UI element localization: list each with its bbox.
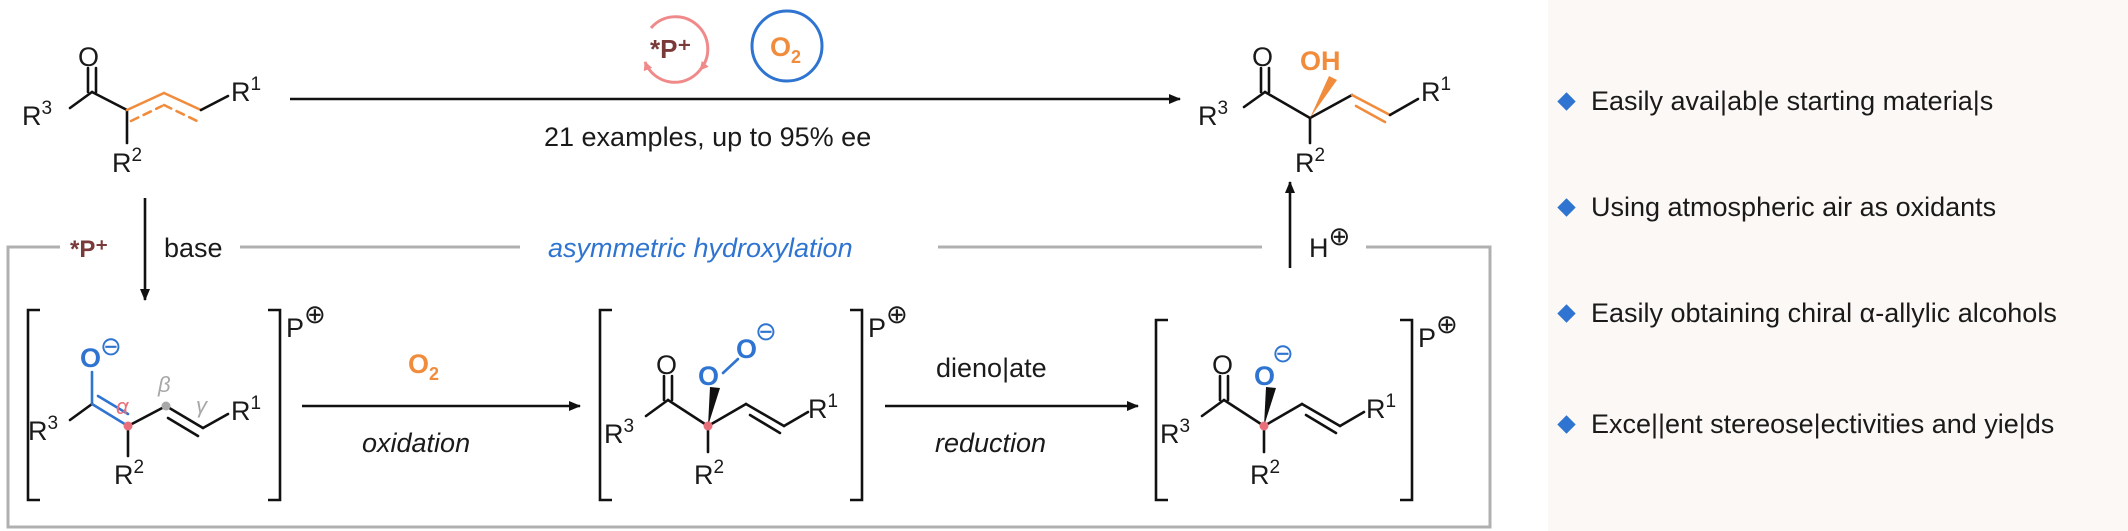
proton-label: H⊕ bbox=[1309, 221, 1350, 263]
catalyst-label: *P⁺ bbox=[650, 34, 691, 64]
beta-dot bbox=[161, 401, 171, 411]
oxidation-reagent: O2 bbox=[408, 349, 439, 384]
highlight-text: Exce||ent stereose|ectivities and yie|ds bbox=[1591, 409, 2055, 439]
alkoxide-brackets bbox=[1154, 318, 1414, 502]
oxidant-label: O2 bbox=[770, 32, 801, 67]
highlight-item: Easily obtaining chiral α-allylic alcoho… bbox=[1548, 298, 2057, 329]
peroxide-brackets bbox=[598, 308, 864, 502]
diamond-bullet-icon bbox=[1557, 198, 1576, 217]
alkoxide-counterion: P⊕ bbox=[1418, 309, 1458, 353]
product-r2: R2 bbox=[1295, 145, 1325, 178]
cycle-frame bbox=[6, 245, 1492, 529]
alkoxide-r1: R1 bbox=[1366, 391, 1396, 424]
peroxide-structure bbox=[644, 357, 810, 454]
alkoxide-charge: ⊖ bbox=[1272, 338, 1294, 368]
diamond-bullet-icon bbox=[1557, 304, 1576, 323]
product-carbonyl-o: O bbox=[1252, 42, 1273, 72]
alkoxide-carbonyl-o: O bbox=[1212, 350, 1233, 380]
peroxide-alpha-dot bbox=[703, 421, 713, 431]
enolate-r1: R1 bbox=[231, 393, 261, 426]
cycle-title: asymmetric hydroxylation bbox=[548, 233, 853, 263]
diamond-bullet-icon bbox=[1557, 92, 1576, 111]
peroxide-counterion: P⊕ bbox=[868, 299, 908, 343]
peroxide-r1: R1 bbox=[808, 391, 838, 424]
reactant-carbonyl-o: O bbox=[78, 42, 99, 72]
alpha-dot bbox=[123, 421, 133, 431]
alkoxide-r3: R3 bbox=[1160, 416, 1190, 449]
beta-label: β bbox=[157, 372, 171, 397]
reduction-label: reduction bbox=[935, 428, 1046, 458]
reduction-reagent: dieno|ate bbox=[936, 353, 1047, 383]
alpha-label: α bbox=[116, 394, 130, 419]
peroxide-charge: ⊖ bbox=[755, 316, 777, 346]
arrow-caption: 21 examples, up to 95% ee bbox=[544, 122, 871, 152]
alkoxide-r2: R2 bbox=[1250, 457, 1280, 490]
enolate-brackets bbox=[26, 308, 282, 502]
highlight-item: Easily avai|ab|e starting materia|s bbox=[1548, 86, 1993, 117]
highlights-panel: Easily avai|ab|e starting materia|s Usin… bbox=[1548, 0, 2128, 531]
enolate-structure bbox=[68, 370, 230, 458]
alkoxide-wedge-bond bbox=[1264, 387, 1276, 426]
catalyst-circle bbox=[643, 15, 710, 84]
highlight-item: Exce||ent stereose|ectivities and yie|ds bbox=[1548, 409, 2054, 440]
reactant-r1: R1 bbox=[231, 74, 261, 107]
reactant-r3: R3 bbox=[22, 98, 52, 131]
diamond-bullet-icon bbox=[1557, 415, 1576, 434]
product-r3: R3 bbox=[1198, 98, 1228, 131]
alkoxide-o: O bbox=[1254, 361, 1275, 391]
enolate-o: O bbox=[80, 343, 101, 373]
peroxide-carbonyl-o: O bbox=[656, 350, 677, 380]
reactant-r2: R2 bbox=[112, 145, 142, 178]
enolate-charge: ⊖ bbox=[100, 331, 122, 361]
enolate-r2: R2 bbox=[114, 457, 144, 490]
oxidation-label: oxidation bbox=[362, 428, 470, 458]
peroxide-o1: O bbox=[698, 361, 719, 391]
peroxide-o2: O bbox=[736, 334, 757, 364]
alkoxide-alpha-dot bbox=[1259, 421, 1269, 431]
peroxide-r3: R3 bbox=[604, 416, 634, 449]
highlight-item: Using atmospheric air as oxidants bbox=[1548, 192, 1996, 223]
peroxide-r2: R2 bbox=[694, 457, 724, 490]
product-r1: R1 bbox=[1421, 74, 1451, 107]
peroxide-wedge-bond bbox=[708, 387, 720, 426]
highlight-text: Easily avai|ab|e starting materia|s bbox=[1591, 86, 1994, 116]
enolate-r3: R3 bbox=[28, 413, 58, 446]
enolate-counterion: P⊕ bbox=[286, 299, 326, 343]
product-structure bbox=[1242, 66, 1420, 145]
gamma-label: γ bbox=[196, 393, 209, 418]
product-wedge-bond bbox=[1310, 76, 1337, 118]
entry-catalyst: *P⁺ bbox=[70, 236, 108, 263]
highlight-text: Easily obtaining chiral α-allylic alcoho… bbox=[1591, 298, 2057, 328]
reactant-structure bbox=[68, 66, 230, 145]
oxidant-circle bbox=[750, 9, 824, 83]
reaction-scheme: O R3 R2 R1 *P⁺ O2 21 examples, up to 95%… bbox=[6, 9, 1492, 529]
alkoxide-structure bbox=[1200, 374, 1366, 454]
highlight-text: Using atmospheric air as oxidants bbox=[1591, 192, 1997, 222]
entry-reagent: base bbox=[164, 233, 223, 263]
product-oh: OH bbox=[1300, 46, 1341, 76]
